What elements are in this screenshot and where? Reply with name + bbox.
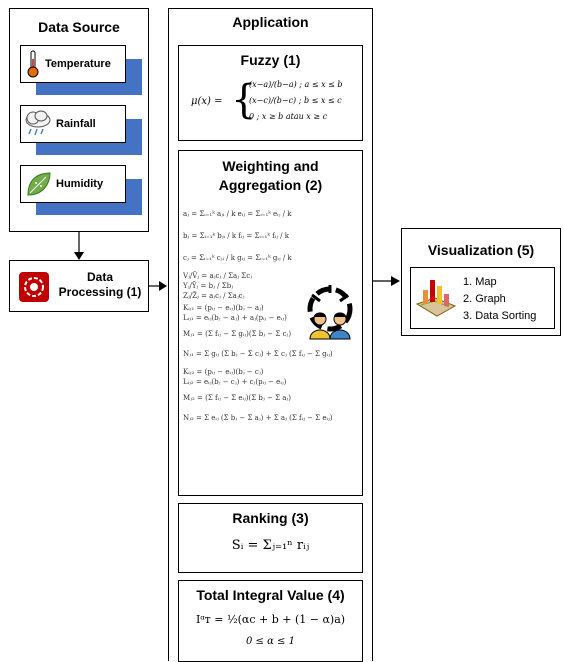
formula-line: Vⱼ/V̄ⱼ = aⱼcⱼ / Σaⱼ Σcⱼ [183, 272, 252, 280]
total-integral-title: Total Integral Value (4) [196, 587, 345, 603]
data-processing-label: Data Processing (1) [58, 270, 142, 299]
fuzzy-box: Fuzzy (1) μ(x) = { (x−a)/(b−a) ; a ≤ x ≤… [178, 45, 363, 141]
processing-icon [19, 272, 49, 302]
fuzzy-title: Fuzzy (1) [240, 52, 301, 68]
weighting-formulas: aⱼ = Σᵢ₌₁ᵏ aⱼᵢ / k eᵢⱼ = Σᵢ₌₁ᵏ eᵢⱼ / k b… [183, 209, 361, 423]
visualization-content: 1. Map 2. Graph 3. Data Sorting [410, 267, 555, 329]
humidity-label: Humidity [56, 178, 104, 190]
formula-line: Nⱼ₁ = Σ gᵢⱼ (Σ bⱼ − Σ cⱼ) + Σ cⱼ (Σ fᵢⱼ … [183, 350, 333, 358]
formula-line: Lᵢⱼ₁ = eᵢⱼ(bⱼ − aⱼ) + aⱼ(pᵢⱼ − eᵢⱼ) [183, 314, 287, 322]
visualization-panel: Visualization (5) 1. Map 2. Graph 3. Dat… [401, 228, 561, 336]
data-source-panel: Data Source Temperature Rainfall [9, 8, 149, 232]
visualization-title: Visualization (5) [427, 242, 535, 258]
data-source-item-rainfall: Rainfall [20, 105, 142, 155]
visualization-item-map: 1. Map [463, 276, 497, 288]
item-card: Humidity [20, 165, 126, 203]
formula-line: Nⱼ₂ = Σ eᵢⱼ (Σ bⱼ − Σ aⱼ) + Σ aⱼ (Σ fᵢⱼ … [183, 414, 333, 422]
visualization-item-graph: 2. Graph [463, 293, 506, 305]
formula-line: Zⱼ/Z̄ⱼ = aⱼcⱼ / Σaⱼcⱼ [183, 292, 245, 300]
visualization-item-data-sorting: 3. Data Sorting [463, 310, 537, 322]
rain-cloud-icon [25, 110, 51, 136]
formula-line: Kᵢⱼ₂ = (pᵢⱼ − eᵢⱼ)(bⱼ − cⱼ) [183, 368, 264, 376]
ranking-title: Ranking (3) [232, 510, 309, 526]
weighting-title: Weighting and Aggregation (2) [179, 157, 362, 195]
fuzzy-case-2: (x−c)/(b−c) ; b ≤ x ≤ c [249, 96, 342, 105]
fuzzy-case-1: (x−a)/(b−a) ; a ≤ x ≤ b [249, 80, 343, 89]
application-panel: Application Fuzzy (1) μ(x) = { (x−a)/(b−… [168, 8, 373, 662]
formula-line: Lᵢⱼ₂ = eᵢⱼ(bⱼ − cⱼ) + cⱼ(pᵢⱼ − eᵢⱼ) [183, 378, 287, 386]
fuzzy-lhs: μ(x) = [191, 96, 223, 107]
formula-line: Yⱼ/Ȳⱼ = bⱼ / Σbⱼ [183, 282, 234, 290]
visualization-list: 1. Map 2. Graph 3. Data Sorting [463, 274, 536, 325]
weighting-box: Weighting and Aggregation (2) aⱼ = Σᵢ₌₁ᵏ… [178, 150, 363, 496]
item-card: Temperature [20, 45, 126, 83]
total-integral-formula: Iᵅᴛ = ½(αc + b + (1 − α)a) [195, 613, 346, 626]
formula-line: Kᵢⱼ₁ = (pᵢⱼ − eᵢⱼ)(bⱼ − aⱼ) [183, 304, 264, 312]
formula-line: aⱼ = Σᵢ₌₁ᵏ aⱼᵢ / k eᵢⱼ = Σᵢ₌₁ᵏ eᵢⱼ / k [183, 210, 292, 218]
total-integral-box: Total Integral Value (4) Iᵅᴛ = ½(αc + b … [178, 580, 363, 662]
formula-line: Mⱼ₂ = (Σ fᵢⱼ − Σ eᵢⱼ)(Σ bⱼ − Σ aⱼ) [183, 394, 291, 402]
data-processing-box: Data Processing (1) [9, 260, 149, 312]
arrow-application-to-visualization [373, 276, 400, 286]
people-network-icon [307, 285, 353, 340]
temperature-label: Temperature [45, 58, 111, 70]
formula-line: bⱼ = Σᵢ₌₁ᵏ bⱼᵢ / k fᵢⱼ = Σᵢ₌₁ᵏ fᵢⱼ / k [183, 232, 289, 240]
formula-line: Mⱼ₁ = (Σ fᵢⱼ − Σ gᵢⱼ)(Σ bⱼ − Σ cⱼ) [183, 330, 292, 338]
ranking-formula: Sᵢ = Σⱼ₌₁ⁿ rᵢⱼ [231, 538, 310, 553]
item-card: Rainfall [20, 105, 126, 143]
data-source-title: Data Source [38, 19, 120, 35]
weighting-title-line-1: Weighting and [222, 158, 319, 174]
fuzzy-case-3: 0 ; x ≥ b atau x ≥ c [249, 112, 328, 121]
leaf-icon [27, 172, 51, 196]
weighting-title-line-2: Aggregation (2) [218, 177, 323, 193]
thermometer-icon [27, 50, 39, 78]
ranking-box: Ranking (3) Sᵢ = Σⱼ₌₁ⁿ rᵢⱼ [178, 503, 363, 573]
rainfall-label: Rainfall [56, 118, 96, 130]
data-source-item-humidity: Humidity [20, 165, 142, 215]
arrow-processing-to-application [149, 281, 167, 291]
chart-map-icon [415, 280, 457, 317]
application-title: Application [232, 14, 309, 30]
fuzzy-brace: { [231, 77, 257, 123]
data-source-item-temperature: Temperature [20, 45, 142, 95]
formula-line: cⱼ = Σᵢ₌₁ᵏ cⱼᵢ / k gᵢⱼ = Σᵢ₌₁ᵏ gᵢⱼ / k [183, 254, 292, 262]
arrow-source-to-processing [74, 232, 84, 260]
total-integral-constraint: 0 ≤ α ≤ 1 [246, 636, 295, 647]
